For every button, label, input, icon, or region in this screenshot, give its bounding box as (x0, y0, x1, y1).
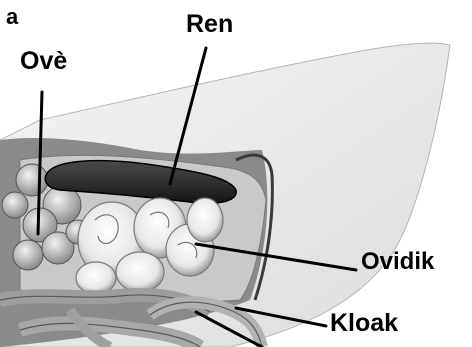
panel-letter: a (6, 6, 18, 28)
label-ovidik: Ovidik (361, 250, 434, 274)
label-kloak: Kloak (330, 311, 398, 336)
label-ove: Ovè (20, 49, 67, 74)
label-ren: Ren (186, 12, 233, 37)
